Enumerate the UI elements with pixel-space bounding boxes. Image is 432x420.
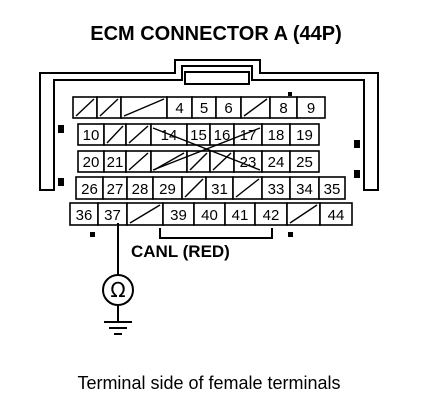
terminal-5: 5 [200, 100, 208, 117]
terminal-9: 9 [307, 100, 315, 117]
terminal-42: 42 [263, 207, 280, 224]
terminal-44: 44 [328, 207, 345, 224]
terminal-8: 8 [279, 100, 287, 117]
connector-housing [39, 59, 379, 239]
unused-slash [235, 178, 260, 198]
latch-marks [58, 92, 360, 237]
terminal-cell [319, 202, 353, 226]
cross-line [152, 127, 261, 171]
terminal-37: 37 [104, 207, 121, 224]
terminal-27: 27 [107, 181, 124, 198]
terminal-16: 16 [214, 127, 231, 144]
terminal-28: 28 [132, 181, 149, 198]
unused-slash [189, 152, 208, 171]
terminal-cell [296, 96, 326, 119]
terminal-36: 36 [76, 207, 93, 224]
ohmmeter-icon: Ω [102, 274, 134, 306]
terminal-6: 6 [224, 100, 232, 117]
terminal-18: 18 [268, 127, 285, 144]
terminal-35: 35 [324, 181, 341, 198]
unused-slash [99, 98, 119, 117]
unused-slash [75, 98, 95, 117]
terminal-4: 4 [175, 100, 183, 117]
unused-slash [129, 204, 161, 224]
unused-slash [184, 178, 204, 198]
ohm-symbol: Ω [110, 278, 125, 302]
terminal-39: 39 [170, 207, 187, 224]
terminal-cell [289, 123, 320, 146]
terminal-21: 21 [107, 154, 124, 171]
terminal-cell [289, 150, 320, 173]
terminal-25: 25 [296, 154, 313, 171]
unused-slash [128, 125, 149, 144]
terminal-cell [318, 176, 346, 200]
terminal-15: 15 [190, 127, 207, 144]
unused-slash [123, 98, 165, 117]
caption: Terminal side of female terminals [77, 373, 340, 393]
terminal-19: 19 [296, 127, 313, 144]
terminal-31: 31 [211, 181, 228, 198]
terminal-34: 34 [296, 181, 313, 198]
terminal-40: 40 [201, 207, 218, 224]
terminal-41: 41 [232, 207, 249, 224]
terminal-29: 29 [159, 181, 176, 198]
diagram-title: ECM CONNECTOR A (44P) [90, 23, 342, 45]
unused-slash [128, 152, 149, 171]
terminal-26: 26 [81, 181, 98, 198]
probe-label: CANL (RED) [131, 242, 230, 261]
unused-slash [289, 204, 318, 224]
terminal-20: 20 [83, 154, 100, 171]
unused-slash [212, 152, 232, 171]
ground-icon [104, 321, 132, 335]
terminal-10: 10 [83, 127, 100, 144]
terminal-33: 33 [268, 181, 285, 198]
unused-slash [106, 125, 124, 144]
terminal-24: 24 [268, 154, 285, 171]
unused-slash [243, 98, 268, 117]
terminal-14: 14 [161, 127, 178, 144]
